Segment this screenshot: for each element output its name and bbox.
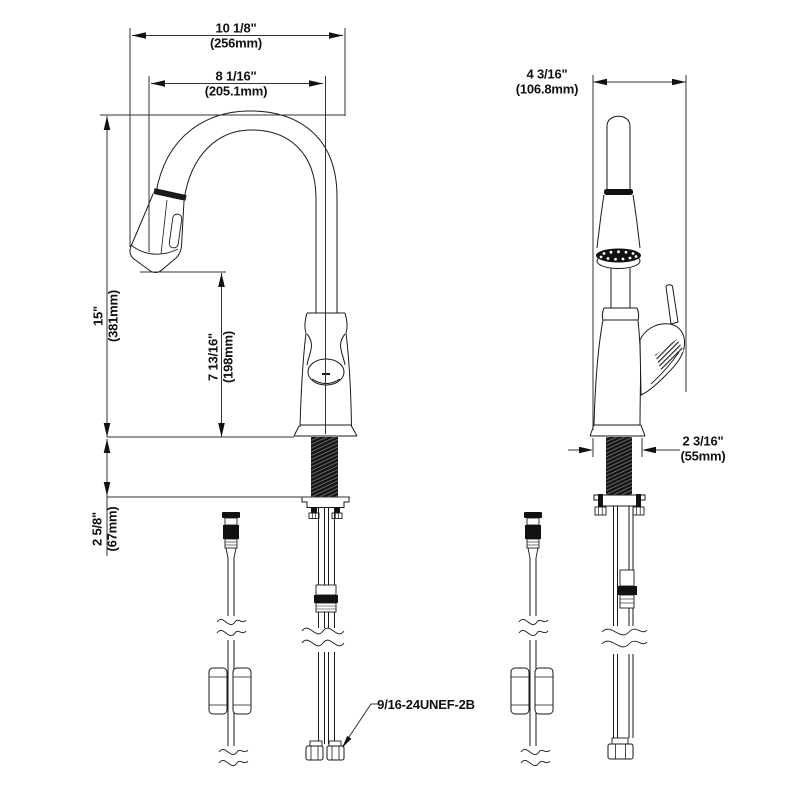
- supply-hex-fitting: [326, 745, 345, 761]
- dim-deck-thickness-lines: [103, 439, 111, 556]
- dim-overall-reach-label: 10 1/8" (256mm): [209, 20, 263, 51]
- dim-spout-height-lines: [218, 273, 225, 437]
- dim-metric: (205.1mm): [204, 83, 268, 98]
- dim-overall-reach-lines: [129, 28, 346, 247]
- spray-head-side: [596, 194, 641, 269]
- faucet-body-side: [589, 268, 686, 437]
- mounting-flange-side: [593, 494, 646, 516]
- dim-metric: (67mm): [104, 506, 119, 552]
- dim-spout-height-label: 7 13/16" (198mm): [205, 330, 236, 384]
- thread-spec: 9/16-24UNEF-2B: [377, 696, 475, 712]
- dim-spout-reach-label: 8 1/16" (205.1mm): [204, 68, 268, 99]
- dim-spout-reach-lines: [148, 76, 326, 434]
- dim-metric: (256mm): [209, 35, 263, 50]
- thread-callout-leader: [342, 703, 378, 748]
- handle-side: [639, 284, 686, 396]
- dim-metric: (198mm): [220, 330, 235, 384]
- supply-lines-front: [301, 507, 345, 761]
- spout-side: [604, 115, 633, 195]
- dim-metric: (106.8mm): [515, 81, 579, 96]
- dim-base-width-lines: [568, 438, 680, 457]
- front-view: [129, 110, 358, 766]
- threaded-shank-front: [311, 437, 338, 497]
- dim-overall-height-label: 15" (381mm): [90, 289, 121, 343]
- mounting-flange-front: [301, 496, 350, 519]
- dim-inches: 2 3/16": [682, 433, 724, 449]
- dim-inches: 15": [90, 305, 106, 327]
- dim-inches: 10 1/8": [215, 20, 257, 36]
- dim-inches: 4 3/16": [526, 66, 568, 82]
- hose-weight: [208, 667, 252, 715]
- dim-deck-thickness-label: 2 5/8" (67mm): [89, 506, 120, 552]
- hose-weight: [510, 667, 554, 715]
- dim-metric: (55mm): [680, 448, 726, 463]
- threaded-shank-side: [606, 437, 632, 495]
- dim-overall-height-lines: [103, 116, 111, 437]
- dim-metric: (381mm): [105, 289, 120, 343]
- pulldown-hose-front: [208, 512, 252, 766]
- spray-toggle-button: [168, 213, 183, 249]
- supply-thread-label: 9/16-24UNEF-2B: [377, 696, 475, 713]
- supply-hex-fitting: [305, 745, 324, 761]
- supply-hex-fitting: [607, 743, 634, 760]
- dim-inches: 7 13/16": [205, 333, 221, 381]
- gooseneck-spout: [153, 110, 338, 313]
- dimension-annotations: [100, 28, 687, 748]
- dim-side-depth-label: 4 3/16" (106.8mm): [515, 66, 579, 97]
- pulldown-hose-side: [510, 512, 554, 766]
- dim-inches: 8 1/16": [215, 68, 257, 84]
- side-view: [510, 115, 686, 766]
- supply-lines-side: [601, 506, 648, 760]
- dim-inches: 2 5/8": [89, 512, 105, 546]
- dim-base-width-label: 2 3/16" (55mm): [680, 433, 726, 464]
- pipe-break-symbol: [301, 627, 345, 635]
- spray-head-front: [129, 193, 185, 273]
- dim-side-depth-lines: [592, 75, 687, 430]
